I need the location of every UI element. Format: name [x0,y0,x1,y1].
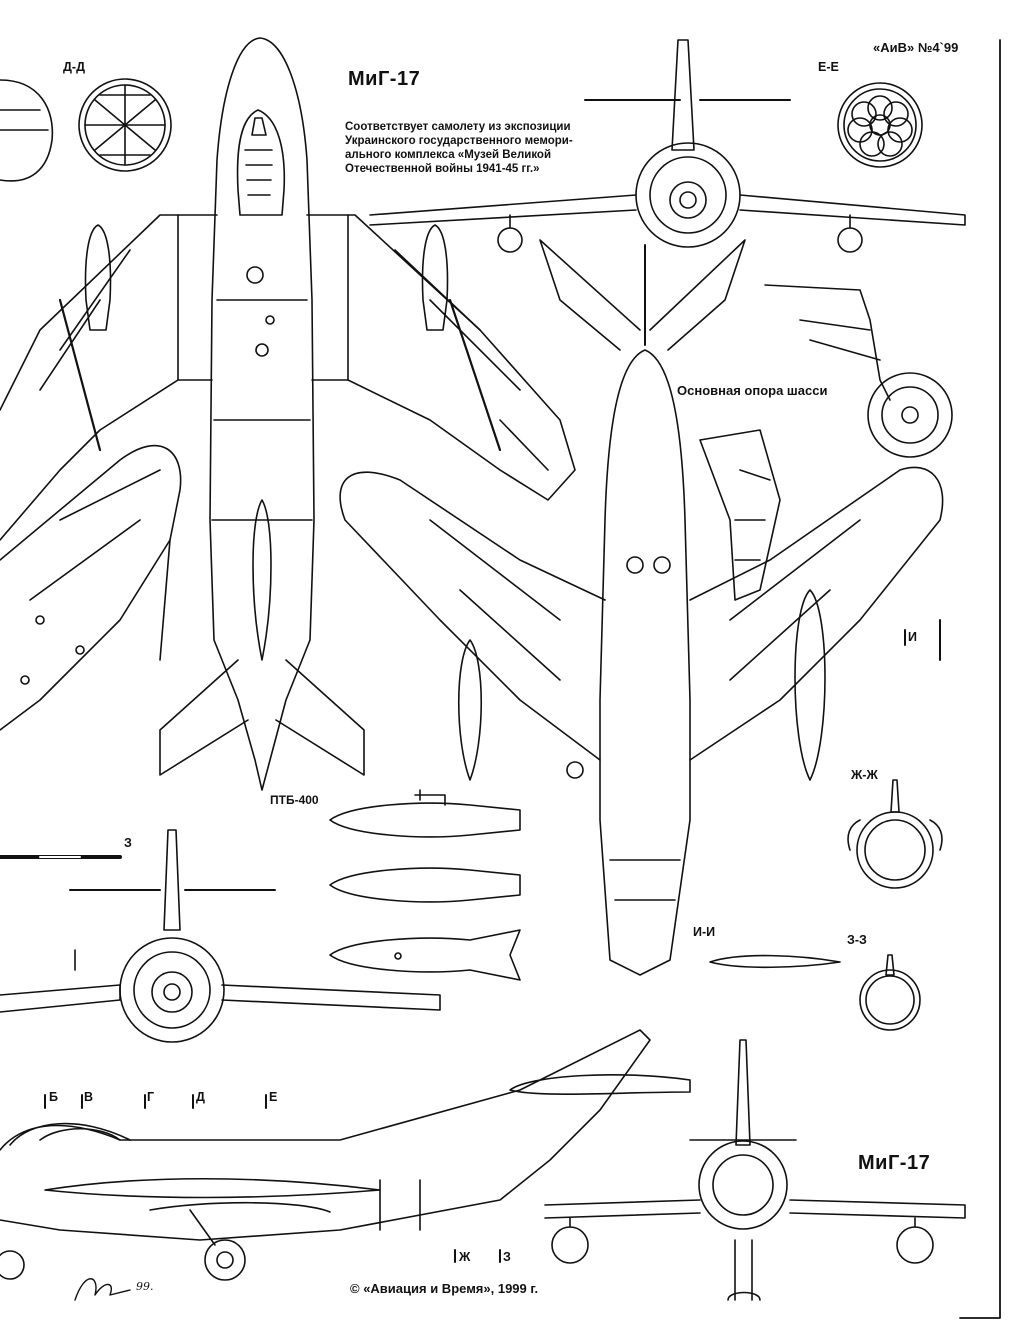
section-mark-z2: З [503,1250,511,1264]
front-view-middle [0,829,441,1043]
exhibit-note: Соответствует самолету из экспозиции Укр… [345,120,605,176]
section-mark-v: В [84,1090,94,1104]
section-label-ii: И-И [693,925,716,939]
rear-view [544,1039,966,1301]
section-mark-e: Е [269,1090,278,1104]
drop-tank-label: ПТБ-400 [270,793,319,807]
side-view [0,619,941,1281]
section-i-i [709,954,841,969]
section-mark-zh: Ж [459,1250,471,1264]
section-z-z [859,954,921,1031]
section-d-d [0,78,172,182]
section-mark-d: Д [196,1090,205,1104]
signature-date: 99. [136,1280,154,1293]
section-mark-z: З [124,836,132,850]
front-view-top [369,39,966,253]
signature-mark [74,1278,131,1301]
main-landing-gear [699,284,953,601]
note-line: ального комплекса «Музей Великой [345,149,552,161]
section-label-zz: З-З [847,933,867,947]
section-label-zhzh: Ж-Ж [851,768,878,782]
section-e-e [837,82,923,168]
page-border [959,39,1001,1319]
underside-wing-fragment [0,444,182,731]
issue-label: «АиВ» №4`99 [873,40,959,55]
note-line: Соответствует самолету из экспозиции [345,121,571,133]
page-title-bottom: МиГ-17 [858,1152,931,1174]
section-mark-i: И [908,630,917,644]
page-title: МиГ-17 [348,68,421,90]
gear-label: Основная опора шасси [677,383,828,398]
section-mark-g: Г [147,1090,155,1104]
section-mark-b: Б [49,1090,58,1104]
note-line: Отечественной войны 1941-45 гг.» [345,163,540,175]
section-label-ee: Е-Е [818,60,839,74]
note-line: Украинского государственного мемори- [345,135,573,147]
copyright: © «Авиация и Время», 1999 г. [350,1281,539,1296]
drop-tank-views [329,789,521,981]
section-zh-zh [847,779,943,889]
bottom-view [339,239,944,976]
top-view [0,37,576,791]
section-label-dd: Д-Д [63,60,85,74]
